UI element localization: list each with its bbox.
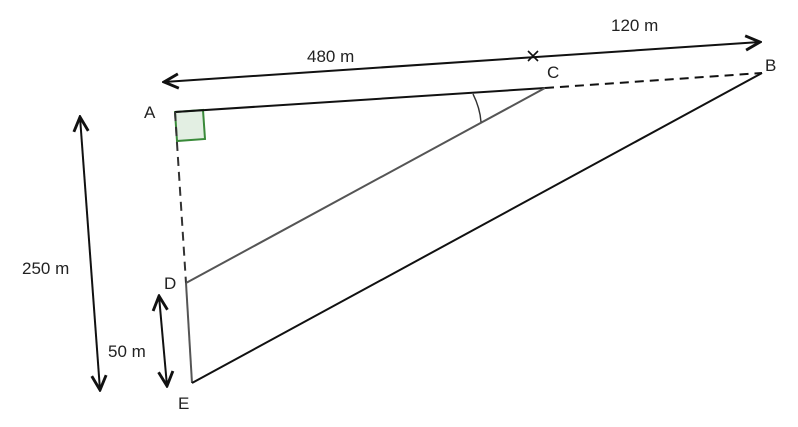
segment-ac (174, 87, 546, 113)
cross-mark (527, 50, 539, 62)
point-label-a: A (144, 103, 156, 122)
segment-dc (185, 87, 546, 284)
point-label-e: E (178, 394, 190, 413)
angle-arc-c (472, 93, 482, 123)
dimension-arrow-de (159, 296, 167, 386)
measure-cb: 120 m (611, 16, 659, 35)
segment-ad (174, 111, 187, 284)
point-label-c: C (547, 63, 560, 82)
measure-ae: 250 m (22, 259, 70, 278)
dimension-arrow-ab (164, 42, 760, 82)
dimension-arrow-ae (80, 117, 100, 390)
measure-de: 50 m (108, 342, 146, 361)
right-angle-marker (173, 108, 207, 143)
point-label-b: B (765, 56, 777, 75)
measure-ac: 480 m (307, 47, 355, 66)
point-label-d: D (164, 274, 177, 293)
segment-cb (544, 72, 763, 89)
segment-eb (191, 72, 763, 384)
segment-de (185, 282, 193, 384)
